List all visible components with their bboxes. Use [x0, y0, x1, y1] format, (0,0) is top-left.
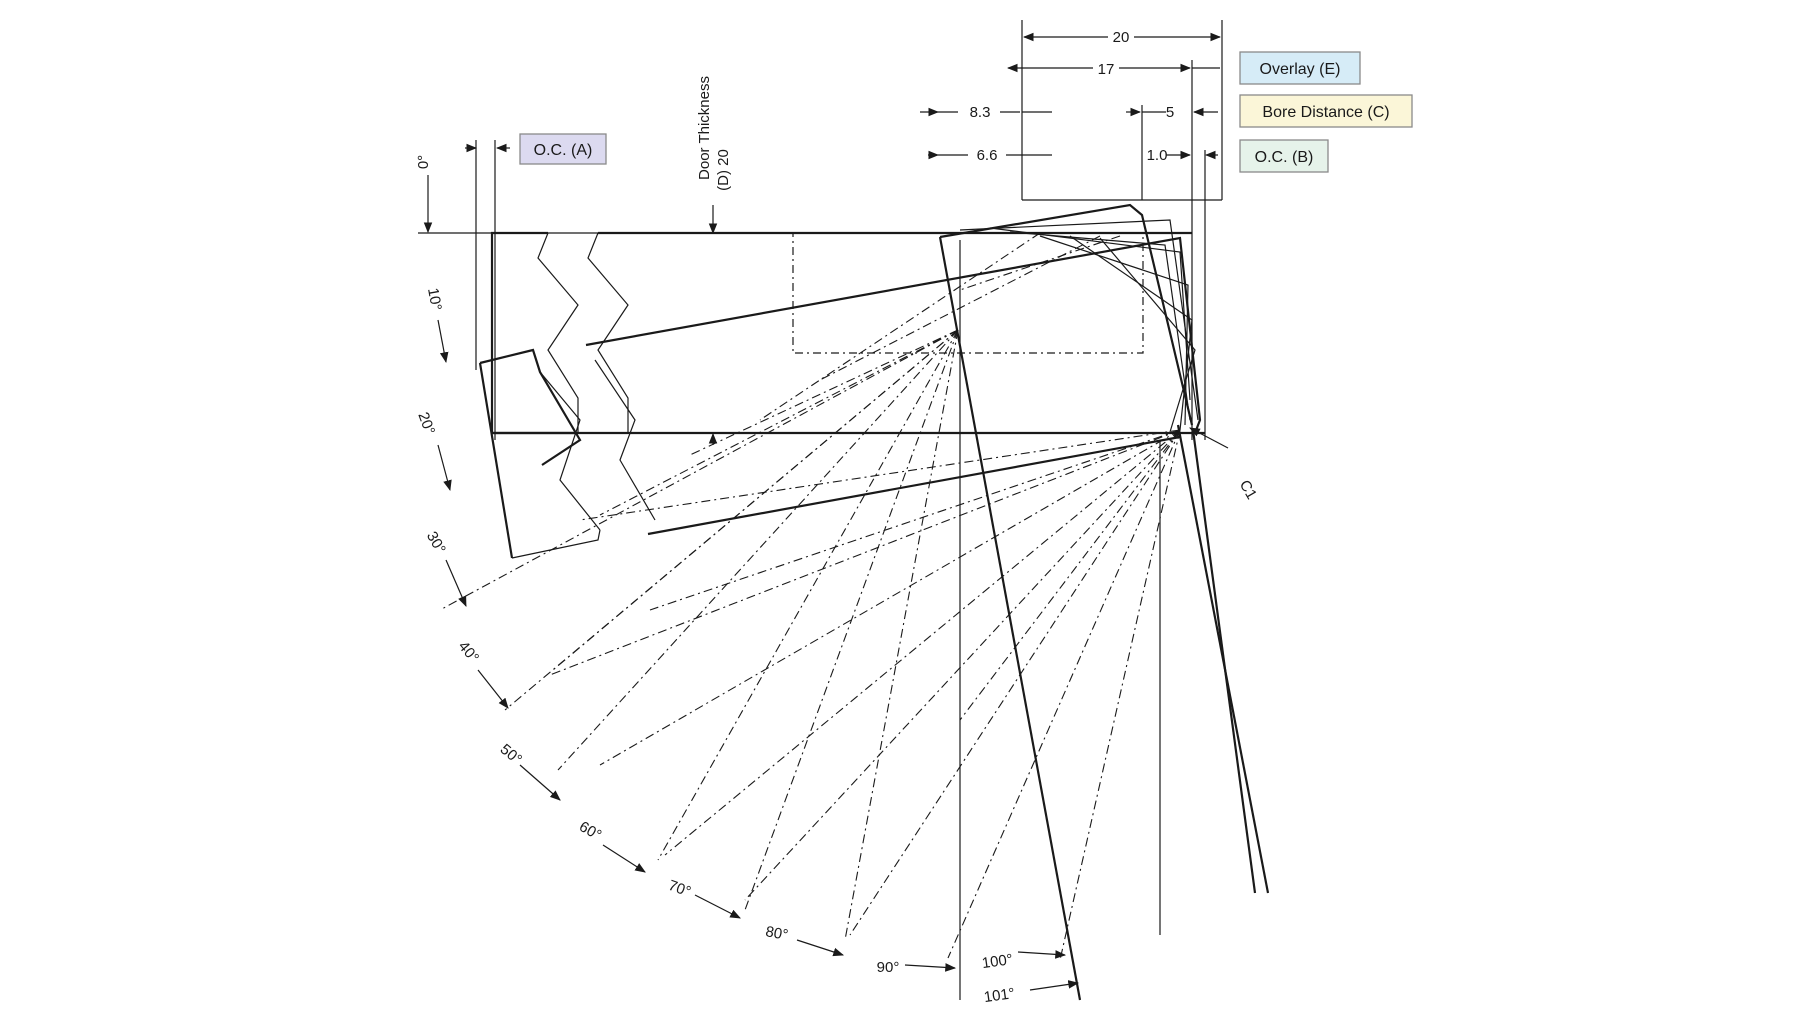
- angle-label-80: 80°: [764, 923, 789, 944]
- angle-label-50: 50°: [497, 741, 525, 769]
- callout-bore-distance: Bore Distance (C): [1239, 94, 1413, 128]
- dimension-20: 20: [1022, 28, 1222, 46]
- dimension-17-text: 17: [1098, 61, 1115, 78]
- angle-label-90: 90°: [877, 959, 900, 976]
- dimension-8-3: 8.3: [920, 103, 1052, 121]
- oc-a-dimension: [465, 140, 510, 440]
- door-thickness-label: Door Thickness (D) 20: [696, 76, 732, 191]
- dimension-6-6: 6.6: [928, 146, 1052, 164]
- dimension-8-3-text: 8.3: [970, 104, 991, 121]
- dimension-20-text: 20: [1113, 29, 1130, 46]
- swing-arc-lines: [439, 232, 1181, 961]
- callout-oc-a-text: O.C. (A): [534, 142, 593, 159]
- callout-oc-b-text: O.C. (B): [1255, 149, 1314, 166]
- angle-label-101: 101°: [983, 985, 1016, 1006]
- door-closed: [418, 231, 1205, 435]
- angle-label-0: 0°: [415, 155, 432, 169]
- c1-label: C1: [1236, 477, 1260, 502]
- angle-label-40: 40°: [455, 638, 483, 666]
- angle-label-20: 20°: [414, 410, 438, 437]
- dimension-1-0: 1.0: [1147, 147, 1218, 164]
- callout-bore-distance-text: Bore Distance (C): [1262, 104, 1389, 121]
- callout-overlay-text: Overlay (E): [1260, 61, 1341, 78]
- dimension-6-6-text: 6.6: [977, 147, 998, 164]
- callout-oc-a: O.C. (A): [519, 133, 607, 165]
- dimension-5-text: 5: [1166, 104, 1174, 121]
- dimension-1-0-text: 1.0: [1147, 147, 1168, 164]
- angle-arrows: [423, 175, 1229, 991]
- door-thickness-line2: (D) 20: [715, 149, 732, 191]
- angle-label-10: 10°: [424, 287, 445, 312]
- door-opening-positions: [478, 203, 1270, 1001]
- angle-label-30: 30°: [423, 529, 449, 557]
- angle-labels: 0° 10° 20° 30° 40° 50° 60° 70° 80° 90° 1…: [414, 155, 1016, 1006]
- callout-oc-b: O.C. (B): [1239, 139, 1329, 173]
- angle-label-100: 100°: [981, 951, 1014, 972]
- dimension-5: 5: [1126, 104, 1218, 121]
- angle-label-60: 60°: [576, 818, 604, 844]
- callout-overlay: Overlay (E): [1239, 51, 1361, 85]
- dimension-17: 17: [1006, 59, 1220, 78]
- angle-label-70: 70°: [666, 877, 693, 901]
- door-thickness-line1: Door Thickness: [696, 76, 713, 180]
